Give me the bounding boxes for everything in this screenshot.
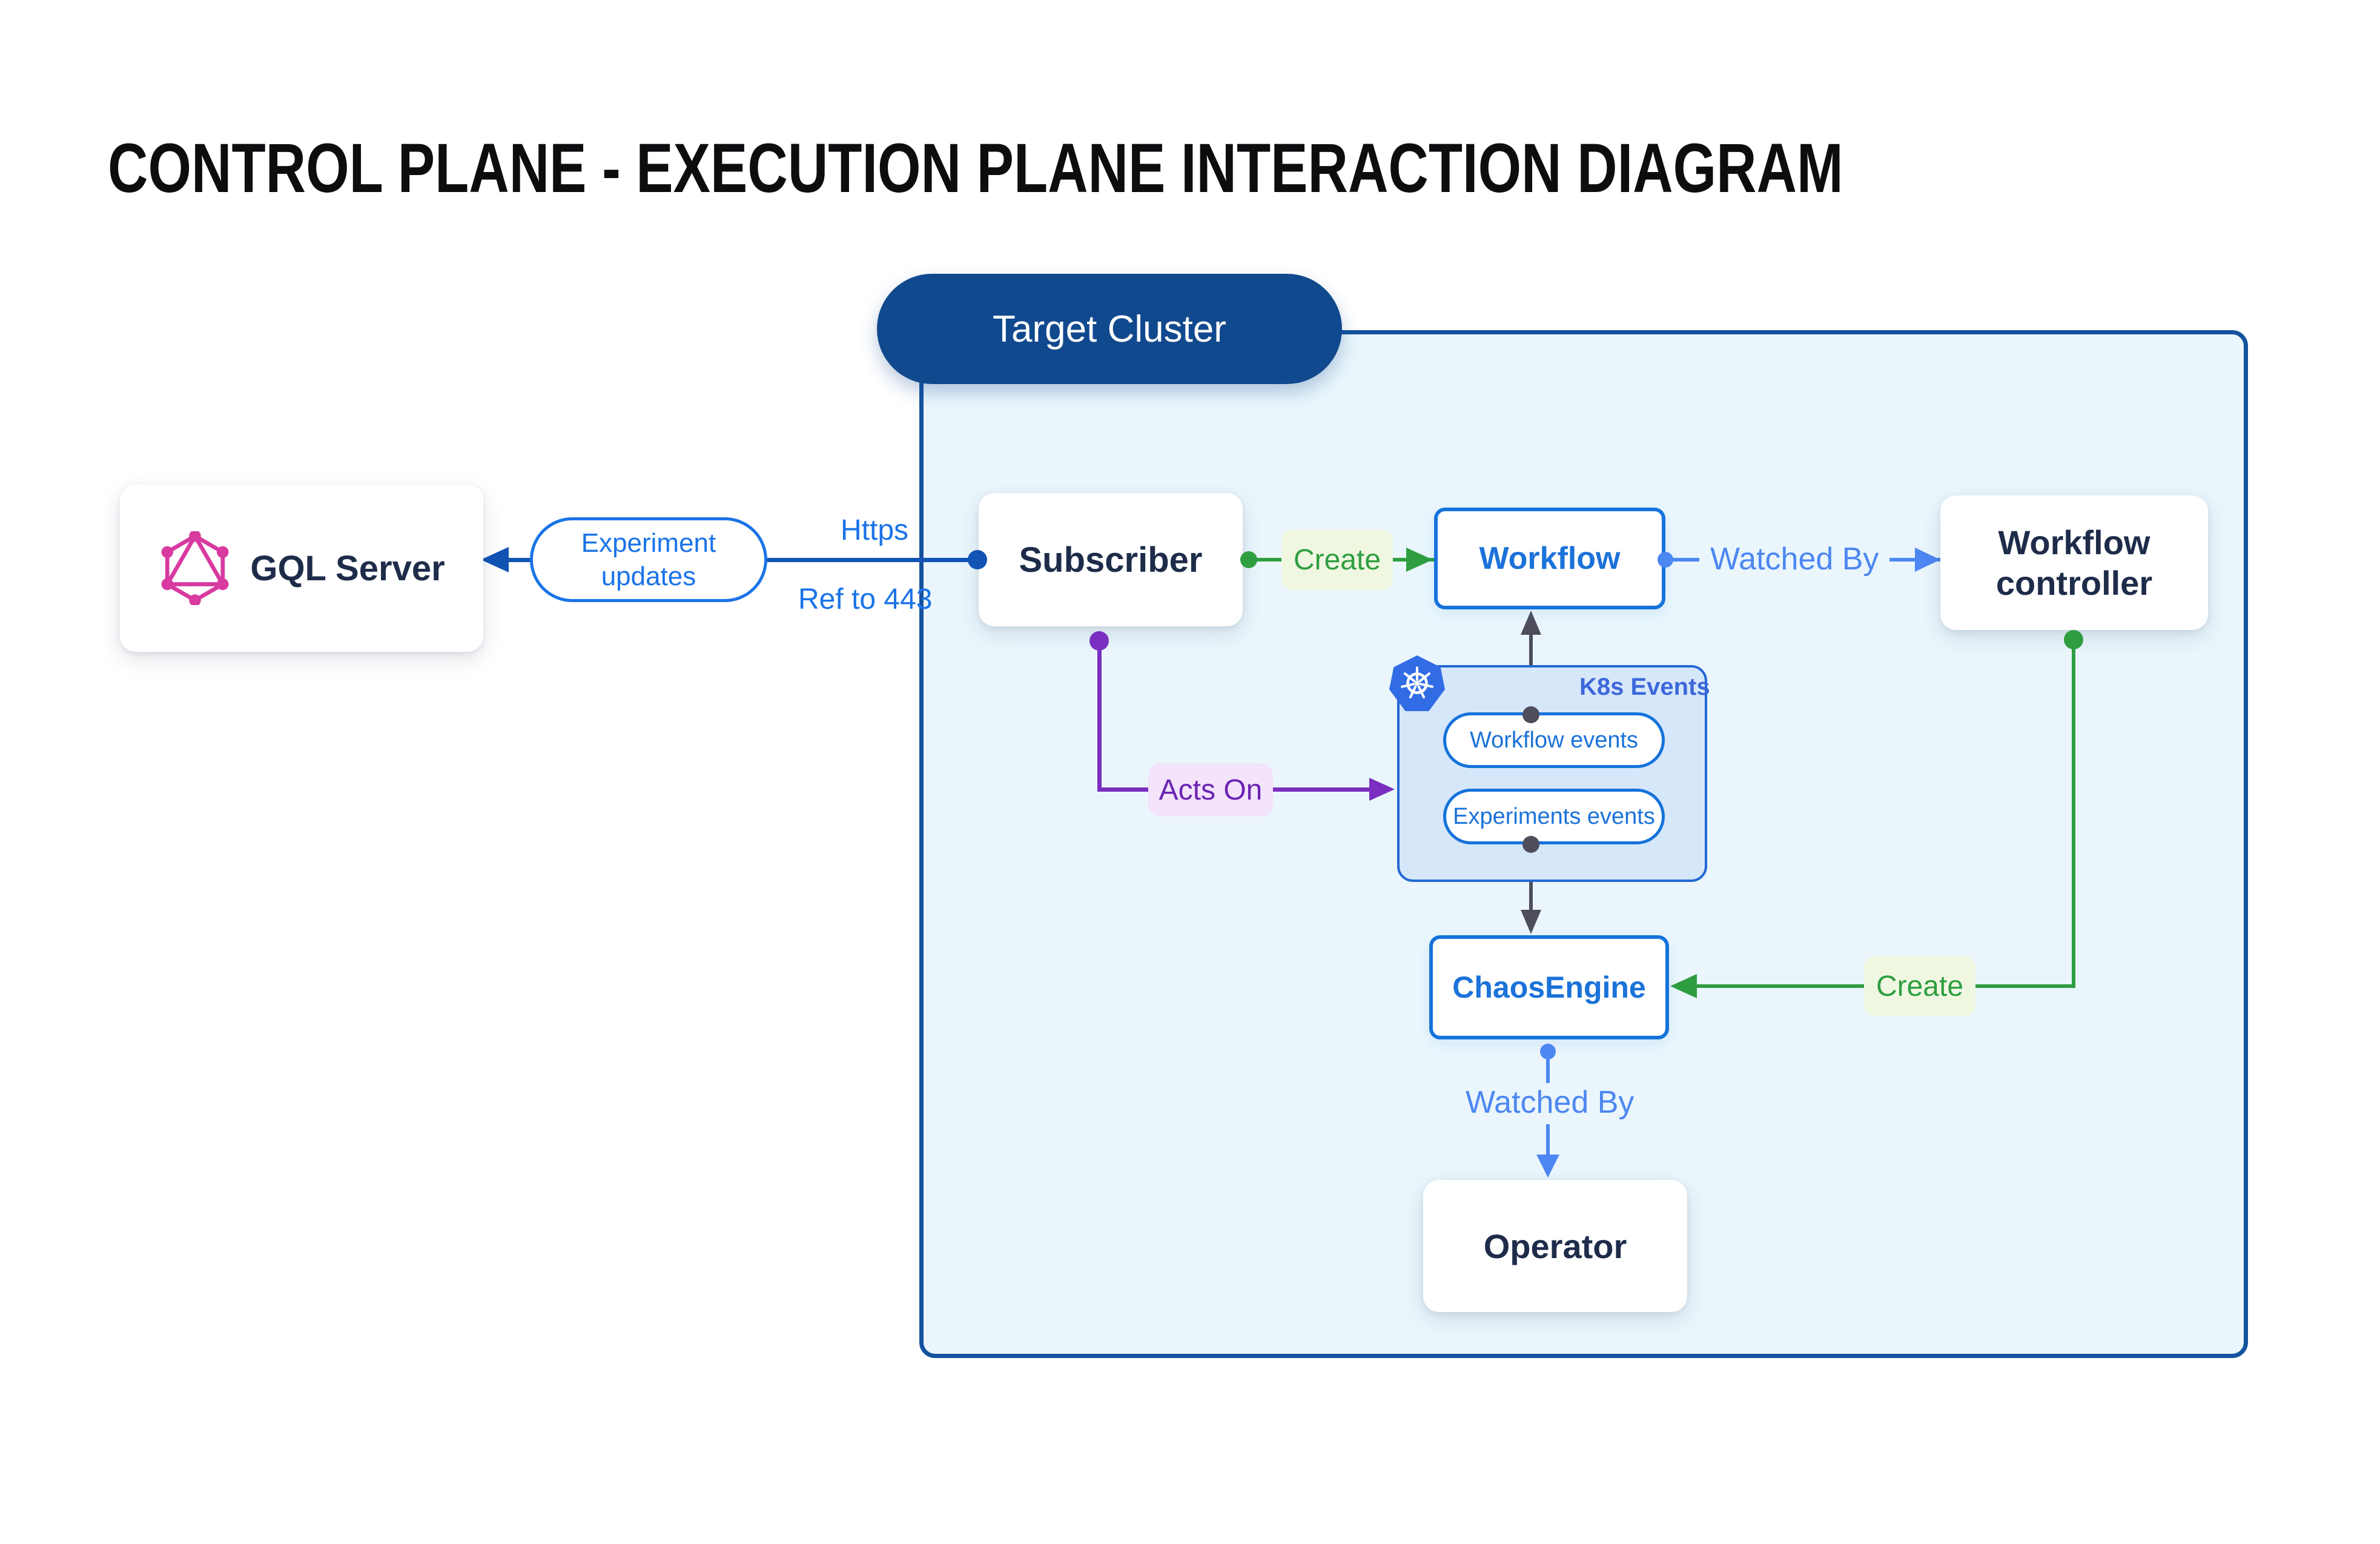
- edge-create-workflow-dot: [1240, 551, 1257, 568]
- node-gql-server: GQL Server: [120, 485, 483, 652]
- edge-acts-on-dot: [1089, 631, 1109, 651]
- k8s-pill-workflow-events: Workflow events: [1443, 712, 1665, 768]
- edge-create-chaos-dot: [2064, 630, 2083, 649]
- workflow-events-label: Workflow events: [1469, 727, 1639, 753]
- edge-label-watched-by-workflow: Watched By: [1699, 539, 1890, 579]
- graphql-icon: [158, 531, 232, 605]
- arrow-k8s-to-chaos: [1521, 910, 1541, 934]
- edge-gql-subscriber-dot: [968, 550, 987, 569]
- node-workflow-controller: Workflow controller: [1940, 495, 2208, 630]
- kubernetes-icon: [1389, 655, 1445, 711]
- experiments-events-label: Experiments events: [1453, 803, 1655, 829]
- edge-label-https: Https: [841, 514, 909, 546]
- arrow-acts-on: [1369, 778, 1395, 801]
- subscriber-label: Subscriber: [1019, 540, 1203, 580]
- edge-watched-by-operator-line-b: [1546, 1124, 1550, 1157]
- arrow-k8s-to-workflow: [1521, 611, 1541, 635]
- chaos-engine-label: ChaosEngine: [1452, 970, 1646, 1004]
- arrow-to-gql-server: [481, 547, 509, 572]
- k8s-pill-experiments-events: Experiments events: [1443, 789, 1665, 844]
- workflow-controller-label: Workflow controller: [1995, 523, 2153, 602]
- edge-create-chaos-vline: [2072, 640, 2075, 987]
- edge-label-watched-by-operator: Watched By: [1461, 1083, 1639, 1122]
- node-workflow: Workflow: [1434, 508, 1665, 609]
- edge-label-ref-to-443: Ref to 443: [798, 583, 933, 615]
- operator-label: Operator: [1483, 1227, 1627, 1265]
- edge-label-create-workflow: Create: [1281, 529, 1393, 590]
- edge-acts-on-vline: [1097, 641, 1102, 791]
- workflow-label: Workflow: [1479, 541, 1621, 576]
- arrow-watched-by-workflow: [1915, 548, 1940, 572]
- edge-k8s-to-chaos-dot: [1522, 836, 1539, 853]
- arrow-create-workflow: [1406, 548, 1433, 572]
- edge-watched-by-operator-dot: [1540, 1044, 1556, 1059]
- node-operator: Operator: [1423, 1180, 1687, 1312]
- edge-watched-by-operator-line-a: [1546, 1052, 1550, 1090]
- edge-label-create-chaos: Create: [1864, 956, 1975, 1016]
- target-cluster-label: Target Cluster: [877, 274, 1342, 384]
- arrow-watched-by-operator: [1536, 1155, 1559, 1178]
- edge-label-acts-on: Acts On: [1148, 763, 1273, 817]
- k8s-events-box: [1397, 665, 1707, 882]
- edge-label-experiment-updates: Experiment updates: [530, 517, 767, 602]
- page-title: CONTROL PLANE - EXECUTION PLANE INTERACT…: [108, 130, 1843, 207]
- node-subscriber: Subscriber: [979, 493, 1243, 626]
- node-chaos-engine: ChaosEngine: [1429, 935, 1669, 1039]
- edge-k8s-to-workflow-dot: [1522, 706, 1539, 723]
- edge-watched-by-workflow-dot: [1658, 552, 1673, 568]
- arrow-create-chaos: [1670, 974, 1697, 998]
- gql-server-label: GQL Server: [250, 548, 445, 588]
- k8s-events-label: K8s Events: [1579, 674, 1710, 700]
